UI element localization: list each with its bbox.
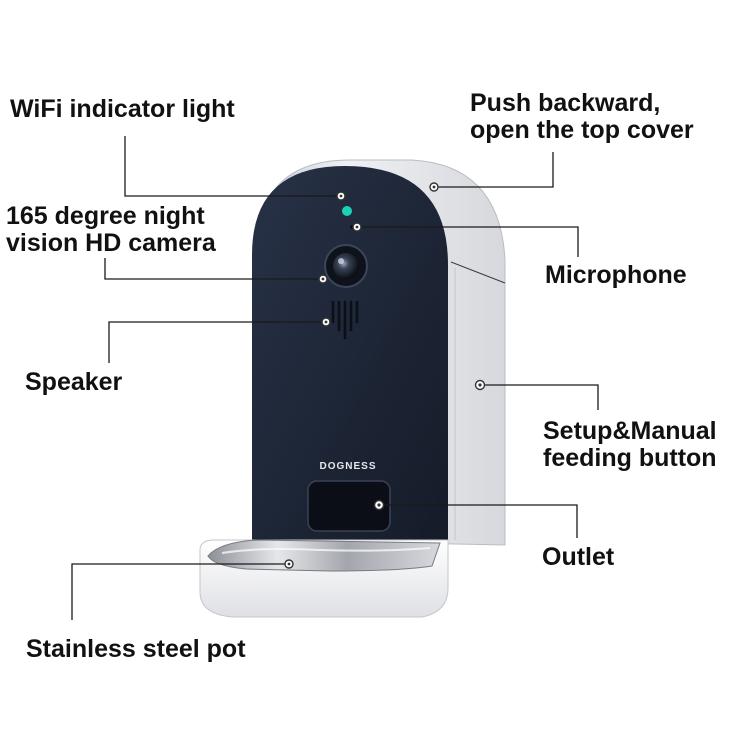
- wifi-indicator-label: WiFi indicator light: [10, 95, 235, 123]
- pet-feeder: DOGNESS: [199, 159, 506, 618]
- speaker-leader: [108, 321, 326, 363]
- cover-edge-line: [450, 261, 506, 284]
- wifi-indicator-led: [342, 206, 352, 216]
- pot-dot-core: [287, 562, 291, 566]
- pot-rim-highlight: [221, 547, 431, 554]
- lens-glint: [338, 258, 344, 264]
- wifi-dot-core: [339, 194, 343, 198]
- food-outlet: [307, 480, 391, 532]
- microphone-leader: [357, 226, 579, 257]
- outlet-label: Outlet: [542, 543, 615, 571]
- outlet-leader: [380, 504, 578, 538]
- brand-logo: DOGNESS: [319, 461, 376, 472]
- camera-lens: [333, 253, 359, 279]
- speaker-dot-core: [324, 320, 328, 324]
- top-cover-leader: [435, 152, 554, 188]
- top-cover-label: Push backward, open the top cover: [470, 90, 694, 144]
- speaker-label: Speaker: [25, 368, 123, 396]
- top-cover-label-line2: open the top cover: [470, 116, 694, 144]
- pot-leader: [71, 563, 289, 620]
- camera-label: 165 degree night vision HD camera: [6, 203, 216, 257]
- microphone-dot-core: [355, 225, 359, 229]
- camera-label-line2: vision HD camera: [6, 229, 216, 257]
- speaker-grille: [331, 300, 359, 340]
- wifi-leader: [124, 136, 341, 197]
- top-cover-dot-core: [432, 185, 436, 189]
- outlet-dot-core: [377, 503, 381, 507]
- camera-label-line1: 165 degree night: [6, 202, 205, 230]
- front-panel: [252, 166, 448, 545]
- camera-dot-core: [321, 277, 325, 281]
- callout-dots: [284, 182, 486, 569]
- stainless-steel-pot: [207, 539, 441, 572]
- microphone-label: Microphone: [545, 261, 687, 289]
- setup-button-label-line1: Setup&Manual: [543, 417, 717, 445]
- button-dot-core: [478, 383, 482, 387]
- button-leader: [480, 384, 599, 410]
- top-cover-label-line1: Push backward,: [470, 89, 661, 117]
- setup-button-label-line2: feeding button: [543, 444, 717, 472]
- stainless-pot-label: Stainless steel pot: [26, 635, 246, 663]
- leader-lines: [71, 136, 599, 620]
- setup-button-label: Setup&Manual feeding button: [543, 418, 717, 472]
- camera-leader: [104, 258, 323, 280]
